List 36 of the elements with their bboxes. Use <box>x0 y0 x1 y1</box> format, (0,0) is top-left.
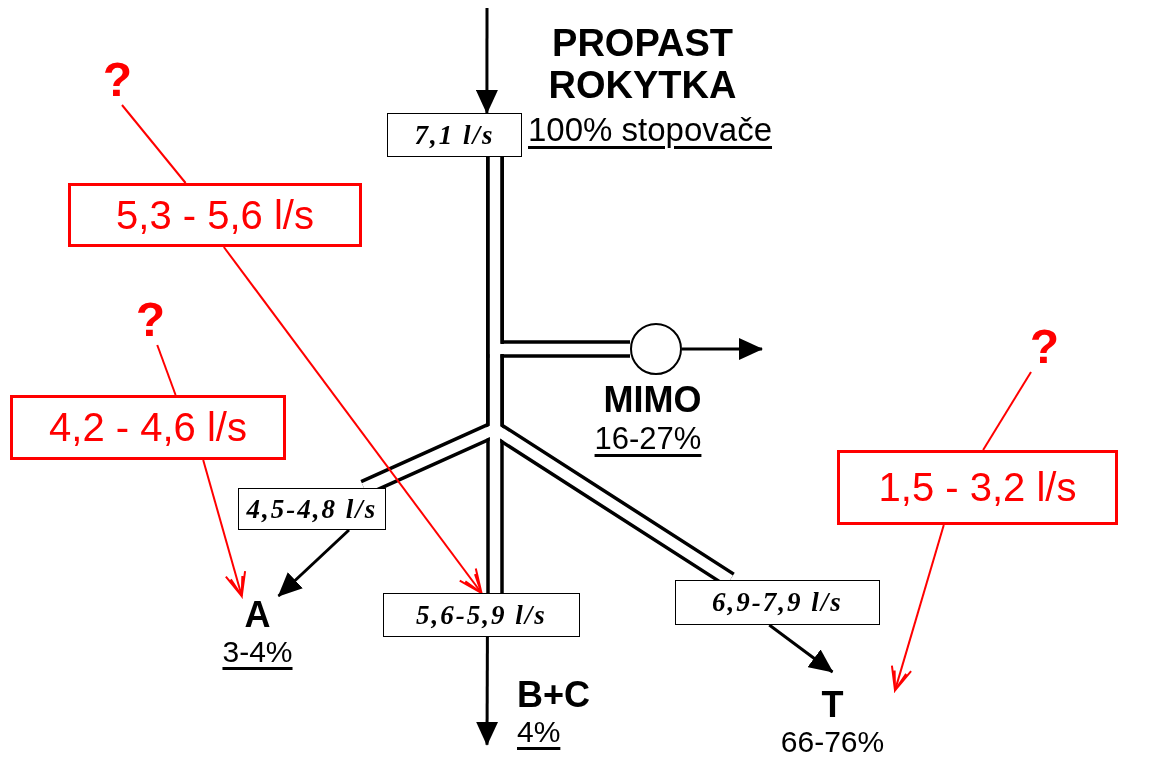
outlet-label: A <box>244 596 271 634</box>
flow-rate: 5,6-5,9 l/s <box>416 599 547 631</box>
flow-rate: 4,5-4,8 l/s <box>246 493 378 525</box>
percentage: 66-76% <box>780 724 885 760</box>
outlet-label: MIMO <box>603 380 702 420</box>
arrow <box>476 637 499 746</box>
outlet-circle <box>630 323 682 375</box>
connector-line <box>982 371 1032 451</box>
percentage: 4% <box>517 714 561 750</box>
arrow <box>768 623 834 674</box>
flow-rate: 6,9-7,9 l/s <box>712 587 843 618</box>
tracer-percentage: 100% stopovače <box>528 110 772 150</box>
flow-box <box>238 488 386 530</box>
estimate-box <box>837 450 1118 525</box>
estimate-box <box>68 183 362 247</box>
outlet-label: B+C <box>517 676 591 714</box>
flow-estimate: 5,3 - 5,6 l/s <box>116 192 314 238</box>
flow-box <box>383 593 580 637</box>
percentage: 16-27% <box>594 420 702 458</box>
outlet-label: T <box>821 686 844 724</box>
question-mark: ? <box>95 55 140 105</box>
estimate-box <box>10 395 286 460</box>
connector-line <box>121 104 187 184</box>
arrow <box>475 8 498 114</box>
arrow <box>277 528 351 598</box>
percentage: 3-4% <box>222 634 293 670</box>
cave-name: PROPAST ROKYTKA <box>547 22 738 106</box>
flow-box <box>675 580 880 625</box>
flow-box <box>387 113 522 157</box>
flow-estimate: 4,2 - 4,6 l/s <box>49 405 247 450</box>
flow-estimate: 1,5 - 3,2 l/s <box>878 465 1077 510</box>
connector-line <box>156 344 177 396</box>
flow-rate: 7,1 l/s <box>414 119 495 151</box>
arrow <box>682 338 763 360</box>
question-mark: ? <box>1022 322 1067 372</box>
question-mark: ? <box>128 295 173 345</box>
